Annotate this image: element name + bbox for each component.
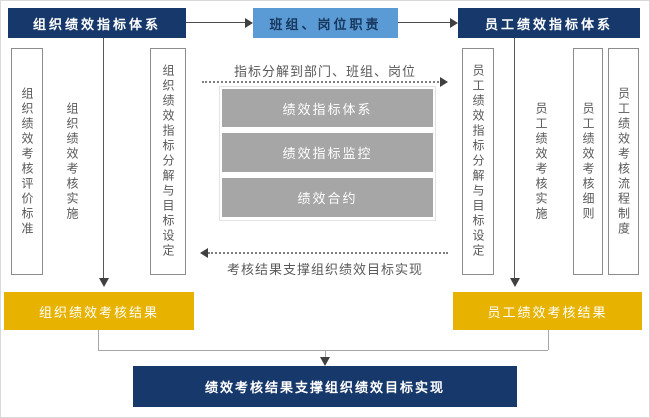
merge-connector-v	[325, 350, 326, 358]
indicator-system-box: 绩效指标体系	[222, 89, 433, 127]
arrow-down-icon	[510, 278, 520, 287]
emp-assess-impl-label: 员工绩效考核实施	[534, 101, 548, 222]
org-indicator-system-box: 组织绩效指标体系	[8, 8, 186, 38]
arrow-down-icon	[99, 278, 109, 287]
org-assess-impl-label-wrap: 组织绩效考核实施	[57, 48, 87, 275]
emp-assess-rules-box: 员工绩效考核细则	[573, 48, 603, 275]
emp-result-connector-h	[326, 350, 548, 351]
result-support-dotted-line	[208, 252, 448, 254]
arrow-left-icon	[200, 248, 208, 258]
performance-contract-box: 绩效合约	[222, 178, 433, 217]
emp-result-connector-v	[548, 330, 549, 350]
emp-indicator-system-box: 员工绩效指标体系	[458, 8, 640, 38]
emp-assess-rules-label: 员工绩效考核细则	[581, 101, 595, 222]
emp-flow-down-line	[514, 38, 515, 278]
org-assess-result-box: 组织绩效考核结果	[4, 292, 194, 330]
indicator-monitor-box: 绩效指标监控	[222, 133, 433, 172]
emp-process-system-label: 员工绩效考核流程制度	[616, 86, 631, 237]
arrow-right-icon	[450, 18, 458, 28]
org-result-connector-v	[98, 330, 99, 350]
final-goal-box: 绩效考核结果支撑组织绩效目标实现	[133, 366, 517, 407]
emp-assess-result-box: 员工绩效考核结果	[453, 292, 642, 330]
indicator-decompose-label: 指标分解到部门、班组、岗位	[233, 65, 416, 80]
org-flow-down-line	[103, 38, 104, 278]
arrow-right-icon	[440, 77, 448, 87]
org-eval-standard-box: 组织绩效考核评价标准	[11, 48, 43, 275]
team-post-duty-box: 班组、岗位职责	[253, 8, 398, 38]
emp-decompose-target-label: 员工绩效指标分解与目标设定	[471, 64, 485, 259]
org-decompose-target-box: 组织绩效指标分解与目标设定	[150, 48, 186, 275]
indicator-decompose-dotted-line	[202, 81, 442, 83]
org-result-connector-h	[98, 350, 326, 351]
emp-assess-impl-label-wrap: 员工绩效考核实施	[526, 48, 556, 275]
result-support-label: 考核结果支撑组织绩效目标实现	[226, 263, 423, 278]
arrow-down-icon	[320, 357, 330, 366]
org-assess-impl-label: 组织绩效考核实施	[65, 101, 79, 222]
emp-process-system-box: 员工绩效考核流程制度	[608, 48, 639, 275]
arrow-team-to-emp-line	[398, 22, 450, 23]
middle-group-frame	[219, 86, 436, 221]
org-eval-standard-label: 组织绩效考核评价标准	[20, 86, 34, 237]
arrow-right-icon	[245, 18, 253, 28]
emp-decompose-target-box: 员工绩效指标分解与目标设定	[462, 48, 494, 275]
arrow-org-to-team-line	[186, 22, 245, 23]
org-decompose-target-label: 组织绩效指标分解与目标设定	[161, 64, 175, 259]
